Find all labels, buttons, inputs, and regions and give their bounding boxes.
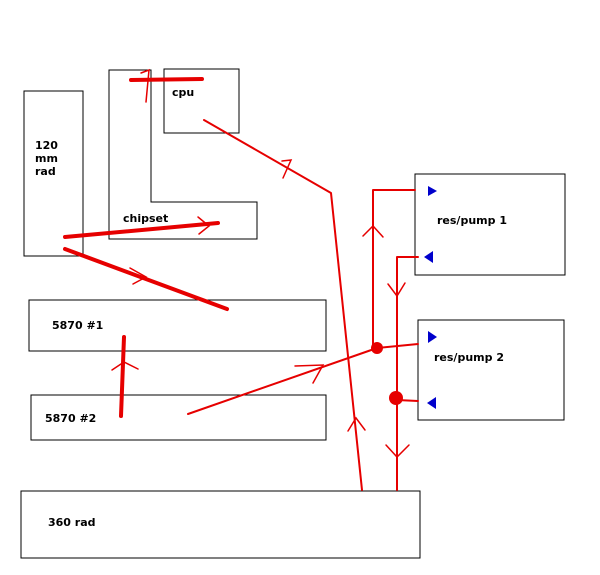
flow-arrow-gpu1-gpu2 (111, 361, 139, 371)
flow-arrow-chipset-rad (197, 216, 211, 235)
chipset-block-box (108, 69, 258, 240)
flow-arrow-rad-gpu1 (129, 267, 148, 285)
tube-gpu2-junction (187, 347, 378, 415)
tube-junction-pump1-inlet (372, 189, 416, 349)
tube-cpu-chipset (129, 77, 204, 82)
flow-arrow-rad360-return (347, 416, 366, 432)
tube-cpu-rad360 (203, 119, 363, 491)
res-pump-1-label: res/pump 1 (437, 214, 507, 227)
rad-120mm-box (23, 90, 84, 257)
pump2-inlet-icon (428, 331, 437, 343)
gpu2-label: 5870 #2 (45, 412, 96, 425)
rad-120mm-label-line2: mm (35, 152, 58, 165)
flow-arrow-down-from-pump1 (387, 282, 406, 298)
tee-junction-lower (389, 391, 403, 405)
pump2-outlet-icon (427, 397, 436, 409)
rad-120mm-label-line3: rad (35, 165, 56, 178)
pump1-outlet-icon (424, 251, 433, 263)
rad-360-box (20, 490, 421, 559)
flow-arrow-up-to-pump1 (362, 224, 384, 238)
flow-arrow-chipset (140, 68, 150, 103)
res-pump-2-box (417, 319, 565, 421)
res-pump-2-label: res/pump 2 (434, 351, 504, 364)
cpu-label: cpu (172, 86, 194, 99)
tube-gpu1-gpu2 (119, 335, 126, 418)
gpu1-box (28, 299, 327, 352)
rad-120mm-label-line1: 120 (35, 139, 58, 152)
tube-chipset-rad120 (63, 221, 220, 239)
gpu1-label: 5870 #1 (52, 319, 103, 332)
tube-pump1-outlet (396, 256, 419, 397)
flow-arrow-cpu-line (281, 159, 293, 179)
flow-arrow-down-to-rad360 (385, 444, 410, 459)
tee-junction-upper (371, 342, 383, 354)
chipset-label: chipset (123, 212, 168, 225)
pump1-inlet-icon (428, 186, 437, 196)
rad-360-label: 360 rad (48, 516, 96, 529)
gpu2-box (30, 394, 327, 441)
res-pump-1-box (414, 173, 566, 276)
tube-rad120-gpu1 (63, 247, 229, 311)
flow-arrow-gpu2-junction (294, 364, 325, 384)
